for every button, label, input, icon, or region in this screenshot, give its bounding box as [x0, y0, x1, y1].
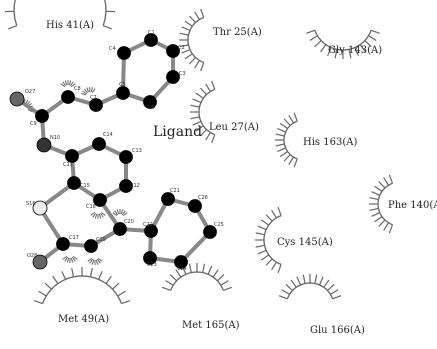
- atom-label-C2: C2: [178, 45, 185, 51]
- atom-C5: [116, 86, 130, 100]
- residue-label-gly143: Gly 143(A): [328, 45, 382, 56]
- atom-C8: [61, 90, 75, 104]
- atom-label-N10: N10: [50, 135, 60, 141]
- atom-label-C15: C15: [80, 183, 90, 189]
- atom-label-C9: C9: [30, 121, 37, 127]
- atom-C25: [203, 225, 217, 239]
- atom-contact-ticks-4: [87, 257, 103, 265]
- atom-label-C6: C6: [148, 105, 155, 111]
- ligand-label: Ligand: [153, 124, 202, 140]
- residue-leu27-contact-arc: [190, 80, 216, 144]
- residue-label-glu166: Glu 166(A): [310, 325, 365, 336]
- atom-C2: [166, 44, 180, 58]
- atom-C26: [188, 199, 202, 213]
- atom-label-C3: C3: [179, 71, 186, 77]
- atom-label-O27: O27: [25, 89, 35, 95]
- residue-met49-contact-arc: [33, 267, 131, 305]
- residue-labels-layer: His 41(A) Thr 25(A) Gly 143(A) Leu 27(A) His…: [46, 20, 437, 336]
- atom-label-C18: C18: [86, 204, 96, 210]
- residue-label-leu27: Leu 27(A): [209, 122, 259, 133]
- atom-C4: [117, 46, 131, 60]
- atom-contact-ticks-3: [112, 209, 128, 217]
- atom-label-C5: C5: [119, 82, 126, 88]
- hydrophobic-contacts-layer: [4, 0, 394, 305]
- residue-his41-contact-arc: [4, 0, 116, 30]
- atom-C11: [65, 149, 79, 163]
- atom-label-S16: S16: [26, 201, 36, 207]
- residue-label-his163: His 163(A): [303, 137, 357, 148]
- atom-C3: [166, 70, 180, 84]
- residue-gly143-contact-arc: [306, 29, 380, 59]
- atom-C13: [119, 150, 133, 164]
- atom-label-C22: C22: [143, 222, 153, 228]
- atom-label-C24: C24: [177, 266, 187, 272]
- atom-C17: [56, 237, 70, 251]
- residue-phe140-contact-arc: [369, 174, 394, 234]
- atom-C20: [113, 222, 127, 236]
- atom-label-C1: C1: [148, 30, 155, 36]
- atom-C23: [143, 251, 157, 265]
- atom-C7: [89, 98, 103, 112]
- atom-C14: [92, 137, 106, 151]
- atom-label-C13: C13: [132, 148, 142, 154]
- atom-label-C21: C21: [170, 188, 180, 194]
- atom-O28: [32, 254, 48, 270]
- atom-label-C8: C8: [74, 86, 81, 92]
- atom-label-C25: C25: [214, 222, 224, 228]
- atom-S16: [32, 200, 48, 216]
- atom-contact-ticks-6: [90, 211, 106, 219]
- bond-C25-C24: [179, 230, 212, 264]
- atom-label-C19: C19: [96, 237, 106, 243]
- residue-thr25-contact-arc: [179, 8, 205, 72]
- atom-label-C23: C23: [147, 262, 157, 268]
- atom-C21: [161, 192, 175, 206]
- residue-label-his41: His 41(A): [46, 20, 94, 31]
- atom-label-C11: C11: [63, 162, 73, 168]
- atom-label-C12: C12: [130, 183, 140, 189]
- residue-label-cys145: Cys 145(A): [277, 237, 333, 248]
- atom-C18: [93, 193, 107, 207]
- atom-label-O28: O28: [27, 253, 37, 259]
- residue-label-phe140: Phe 140(A: [388, 200, 437, 211]
- residue-glu166-contact-arc: [278, 274, 342, 300]
- atom-C19: [84, 239, 98, 253]
- atom-label-C26: C26: [198, 195, 208, 201]
- atom-C9: [35, 109, 49, 123]
- atom-contact-ticks-2: [81, 86, 96, 96]
- atom-C24: [174, 255, 188, 269]
- atom-label-C7: C7: [90, 95, 97, 101]
- atom-label-C20: C20: [124, 219, 134, 225]
- residue-label-thr25: Thr 25(A): [213, 27, 262, 38]
- atom-O27: [9, 91, 25, 107]
- atom-N10: [36, 137, 52, 153]
- atom-contact-ticks-1: [60, 80, 76, 88]
- residue-his163-contact-arc: [275, 112, 298, 168]
- atom-label-C14: C14: [103, 132, 113, 138]
- atom-label-C17: C17: [69, 235, 79, 241]
- atom-C12: [119, 179, 133, 193]
- atom-contact-ticks-5: [62, 255, 78, 263]
- residue-label-met49: Met 49(A): [58, 314, 109, 325]
- atom-C6: [143, 95, 157, 109]
- atom-C22: [144, 224, 158, 238]
- atom-label-C4: C4: [109, 46, 116, 52]
- atom-C15: [67, 176, 81, 190]
- residue-label-met165: Met 165(A): [182, 320, 240, 331]
- residue-met165-contact-arc: [161, 263, 233, 291]
- atom-C1: [144, 33, 158, 47]
- residue-cys145-contact-arc: [255, 206, 282, 274]
